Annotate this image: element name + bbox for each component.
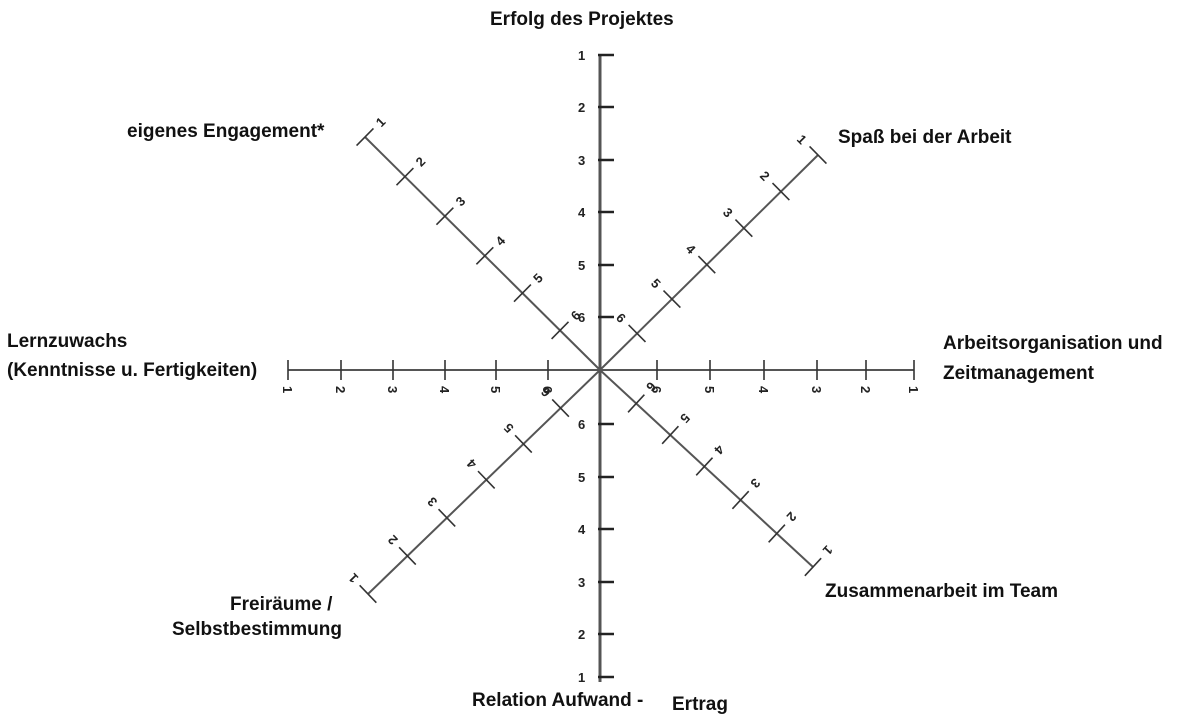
tick-label-right-3: 3 bbox=[809, 386, 824, 393]
axis-label-lower-left-line-2: Selbstbestimmung bbox=[172, 619, 342, 640]
tick-label-left-6: 6 bbox=[540, 386, 555, 393]
tick-label-right-1: 1 bbox=[906, 386, 921, 393]
tick-label-upper-left-3: 3 bbox=[453, 193, 469, 209]
tick-lower-left-6 bbox=[551, 398, 570, 418]
axis-line-upper-right bbox=[599, 154, 819, 371]
axis-label-lower-left-line-1: Freiräume / bbox=[230, 594, 333, 615]
tick-label-right-4: 4 bbox=[756, 386, 771, 394]
tick-label-top-6: 6 bbox=[578, 310, 585, 325]
tick-lower-right-1 bbox=[804, 557, 822, 577]
tick-upper-left-4 bbox=[475, 246, 494, 265]
axis-label-bottom-2: Ertrag bbox=[672, 692, 728, 717]
axis-label-right-line-1: Arbeitsorganisation und bbox=[943, 333, 1163, 354]
axis-line-lower-right bbox=[599, 369, 814, 568]
tick-label-left-2: 2 bbox=[333, 386, 348, 393]
tick-label-lower-left-1: 1 bbox=[345, 570, 361, 586]
tick-label-upper-right-1: 1 bbox=[794, 132, 810, 148]
tick-label-lower-left-3: 3 bbox=[424, 494, 440, 510]
axis-label-left-line-1: Lernzuwachs bbox=[7, 331, 128, 352]
axis-label-lower-left: Freiräume / Selbstbestimmung bbox=[172, 592, 342, 642]
tick-upper-left-2 bbox=[395, 167, 414, 186]
tick-upper-right-2 bbox=[771, 182, 790, 201]
tick-label-lower-left-4: 4 bbox=[463, 455, 479, 471]
tick-lower-right-6 bbox=[627, 394, 645, 413]
tick-label-upper-right-3: 3 bbox=[720, 205, 736, 221]
axis-label-upper-right-line-1: Spaß bei der Arbeit bbox=[838, 127, 1012, 148]
tick-label-left-5: 5 bbox=[488, 386, 503, 393]
tick-label-top-5: 5 bbox=[578, 258, 585, 273]
tick-lower-left-5 bbox=[514, 434, 533, 454]
tick-label-upper-left-5: 5 bbox=[530, 270, 546, 286]
tick-lower-right-4 bbox=[695, 457, 714, 476]
tick-label-top-1: 1 bbox=[578, 48, 585, 63]
axis-label-bottom-line-1: Relation Aufwand - bbox=[472, 690, 644, 711]
tick-label-lower-right-3: 3 bbox=[747, 475, 763, 490]
tick-label-right-2: 2 bbox=[858, 386, 873, 393]
axis-label-upper-right: Spaß bei der Arbeit bbox=[838, 125, 1012, 150]
tick-upper-left-1 bbox=[355, 127, 375, 147]
tick-label-lower-left-5: 5 bbox=[501, 420, 517, 436]
tick-lower-right-3 bbox=[731, 490, 750, 510]
tick-upper-left-3 bbox=[435, 207, 454, 226]
tick-label-upper-left-2: 2 bbox=[413, 154, 429, 170]
tick-lower-left-1 bbox=[359, 584, 377, 604]
axis-label-left: Lernzuwachs (Kenntnisse u. Fertigkeiten) bbox=[7, 329, 257, 383]
tick-label-bottom-5: 5 bbox=[578, 470, 585, 485]
tick-lower-right-5 bbox=[661, 425, 680, 445]
tick-upper-right-1 bbox=[809, 145, 827, 165]
axis-label-top-line-1: Erfolg des Projektes bbox=[490, 9, 674, 30]
tick-label-top-3: 3 bbox=[578, 153, 585, 168]
tick-label-upper-left-4: 4 bbox=[493, 232, 509, 248]
tick-label-lower-left-2: 2 bbox=[385, 532, 401, 548]
tick-label-left-3: 3 bbox=[385, 386, 400, 393]
axis-label-lower-right-line-1: Zusammenarbeit im Team bbox=[825, 581, 1059, 602]
tick-label-right-5: 5 bbox=[702, 386, 717, 393]
tick-label-lower-right-1: 1 bbox=[820, 542, 836, 557]
axes-layer bbox=[288, 55, 914, 682]
tick-label-upper-right-2: 2 bbox=[757, 168, 773, 184]
tick-lower-left-2 bbox=[398, 546, 417, 566]
tick-label-top-2: 2 bbox=[578, 100, 585, 115]
axis-label-top: Erfolg des Projektes bbox=[490, 7, 674, 32]
tick-label-bottom-2: 2 bbox=[578, 627, 585, 642]
axis-label-lower-right: Zusammenarbeit im Team bbox=[825, 579, 1058, 604]
tick-label-bottom-4: 4 bbox=[578, 522, 586, 537]
tick-lower-right-2 bbox=[768, 524, 786, 543]
axis-label-bottom-line-2: Ertrag bbox=[672, 694, 728, 715]
tick-label-top-4: 4 bbox=[578, 205, 586, 220]
tick-label-left-1: 1 bbox=[280, 386, 295, 393]
tick-label-upper-left-1: 1 bbox=[373, 114, 389, 130]
tick-label-bottom-6: 6 bbox=[578, 417, 585, 432]
tick-label-lower-right-5: 5 bbox=[677, 410, 693, 425]
axis-line-lower-left bbox=[367, 369, 601, 595]
axis-label-right: Arbeitsorganisation und Zeitmanagement bbox=[943, 331, 1163, 386]
axis-label-bottom: Relation Aufwand - bbox=[472, 688, 643, 713]
tick-label-upper-right-4: 4 bbox=[683, 241, 699, 257]
tick-label-bottom-3: 3 bbox=[578, 575, 585, 590]
tick-upper-right-6 bbox=[628, 324, 647, 343]
tick-label-lower-right-4: 4 bbox=[711, 442, 727, 458]
tick-label-bottom-1: 1 bbox=[578, 670, 585, 685]
tick-label-right-6: 6 bbox=[649, 386, 664, 393]
tick-lower-left-3 bbox=[437, 508, 456, 528]
axis-label-right-line-2: Zeitmanagement bbox=[943, 363, 1094, 384]
tick-upper-left-5 bbox=[513, 284, 532, 303]
axis-line-upper-left bbox=[364, 136, 601, 371]
tick-label-upper-right-6: 6 bbox=[613, 310, 629, 326]
tick-label-left-4: 4 bbox=[437, 386, 452, 394]
tick-upper-left-6 bbox=[551, 321, 570, 340]
tick-upper-right-3 bbox=[734, 218, 753, 238]
tick-lower-left-4 bbox=[477, 470, 496, 489]
axis-label-upper-left-line-1: eigenes Engagement* bbox=[127, 121, 325, 142]
tick-label-lower-right-2: 2 bbox=[784, 509, 800, 524]
tick-label-upper-right-5: 5 bbox=[648, 276, 664, 292]
axis-label-left-line-2: (Kenntnisse u. Fertigkeiten) bbox=[7, 360, 258, 381]
axis-label-upper-left: eigenes Engagement* bbox=[127, 119, 324, 144]
tick-upper-right-4 bbox=[697, 255, 716, 274]
tick-upper-right-5 bbox=[662, 289, 681, 309]
